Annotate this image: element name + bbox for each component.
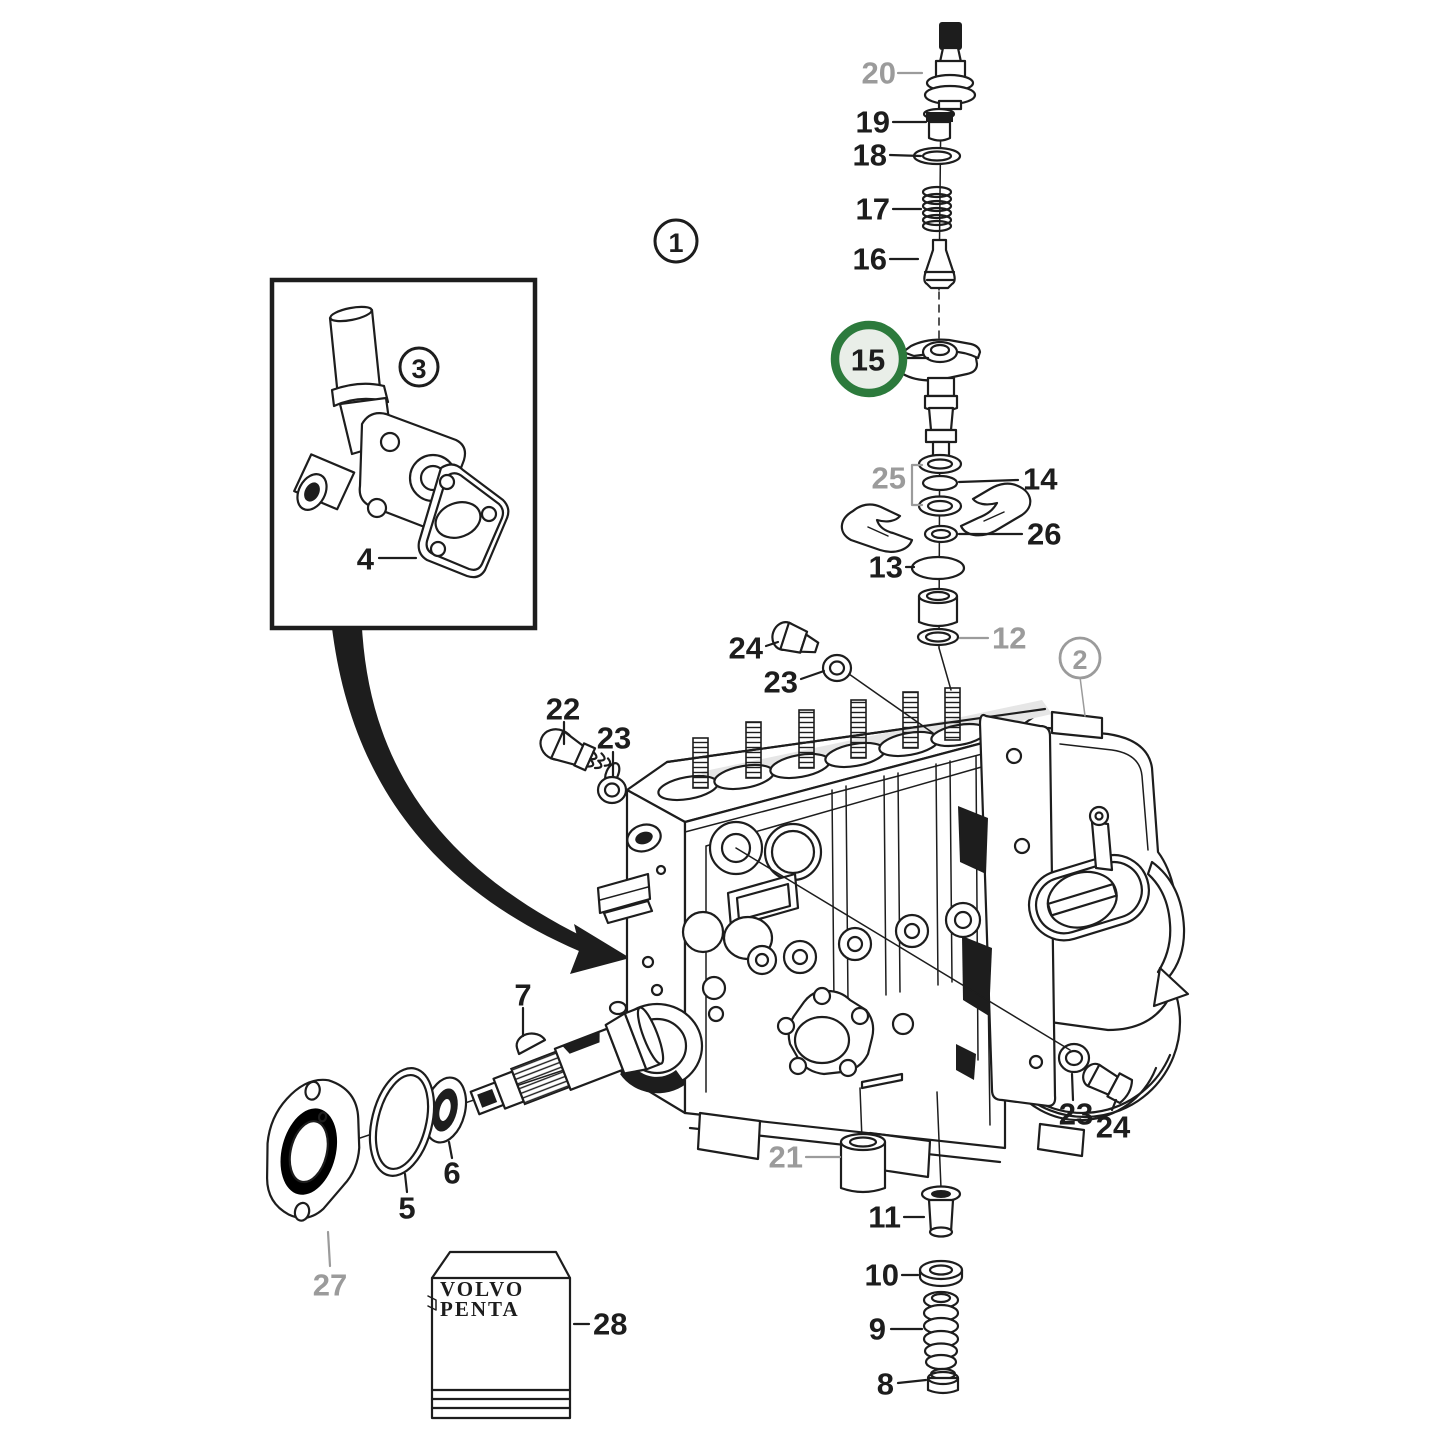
callout-7: 7: [514, 978, 531, 1013]
callout-21: 21: [769, 1140, 803, 1175]
drive-shaft-drawing: [265, 1006, 665, 1222]
callout-24b: 24: [1096, 1110, 1131, 1145]
callout-23b: 23: [597, 721, 631, 756]
callout-23c: 23: [1059, 1097, 1093, 1132]
assembly-ref-1: 1: [653, 218, 699, 264]
callout-8: 8: [877, 1367, 894, 1402]
callout-26: 26: [1027, 517, 1061, 552]
callout-18: 18: [853, 138, 887, 173]
callout-23a: 23: [764, 665, 798, 700]
inset-box: [269, 277, 538, 631]
callout-10: 10: [865, 1258, 899, 1293]
callout-9: 9: [869, 1312, 886, 1347]
callout-20: 20: [862, 56, 896, 91]
callout-25: 25: [872, 461, 906, 496]
washer-23-top-drawing: [821, 653, 853, 683]
callout-22: 22: [546, 692, 580, 727]
brand-line-1: VOLVO: [440, 1277, 524, 1301]
plug-24-top-drawing: [771, 621, 820, 654]
upper-valve-stack-drawing: [840, 22, 1032, 647]
callout-15: 15: [851, 343, 885, 378]
highlight-part-15: [830, 320, 908, 398]
assembly-ref-3: 3: [398, 346, 440, 388]
callout-11: 11: [868, 1200, 901, 1235]
callout-4: 4: [357, 542, 375, 577]
callout-24a: 24: [729, 631, 764, 666]
assembly-ref-1-label: 1: [668, 228, 683, 258]
callout-16: 16: [853, 242, 887, 277]
plug-24-bottom-drawing: [1082, 1062, 1134, 1105]
gasket-kit-box-drawing: [427, 1250, 572, 1420]
callout-19: 19: [856, 105, 890, 140]
leader-lines: [326, 71, 1118, 1385]
lower-valve-stack-drawing: [839, 1087, 964, 1395]
callout-28: 28: [593, 1307, 627, 1342]
callout-13: 13: [869, 550, 903, 585]
inset-pointer-arrow: [332, 628, 630, 974]
brand-line-2: PENTA: [440, 1297, 520, 1321]
callout-27: 27: [313, 1268, 347, 1303]
washer-23-bottom-drawing: [1057, 1042, 1091, 1074]
reference-lines: [735, 673, 1071, 1051]
callout-labels: 20 19 18 17 16 15 25 14 26 13 12 24 23 2…: [313, 56, 1131, 1402]
callout-12: 12: [992, 621, 1026, 656]
assembly-ref-2-label: 2: [1072, 645, 1087, 675]
callout-14: 14: [1023, 462, 1058, 497]
governor-housing-drawing: [956, 710, 1190, 1158]
brand-box-text: VOLVO PENTA: [440, 1277, 524, 1321]
washer-23-left-drawing: [596, 775, 628, 805]
assembly-ref-2: 2: [1058, 636, 1102, 680]
assembly-ref-3-label: 3: [411, 354, 426, 384]
callout-6: 6: [443, 1156, 460, 1191]
callout-17: 17: [856, 192, 890, 227]
callout-5: 5: [398, 1191, 415, 1226]
overflow-valve-drawing: [539, 728, 621, 785]
